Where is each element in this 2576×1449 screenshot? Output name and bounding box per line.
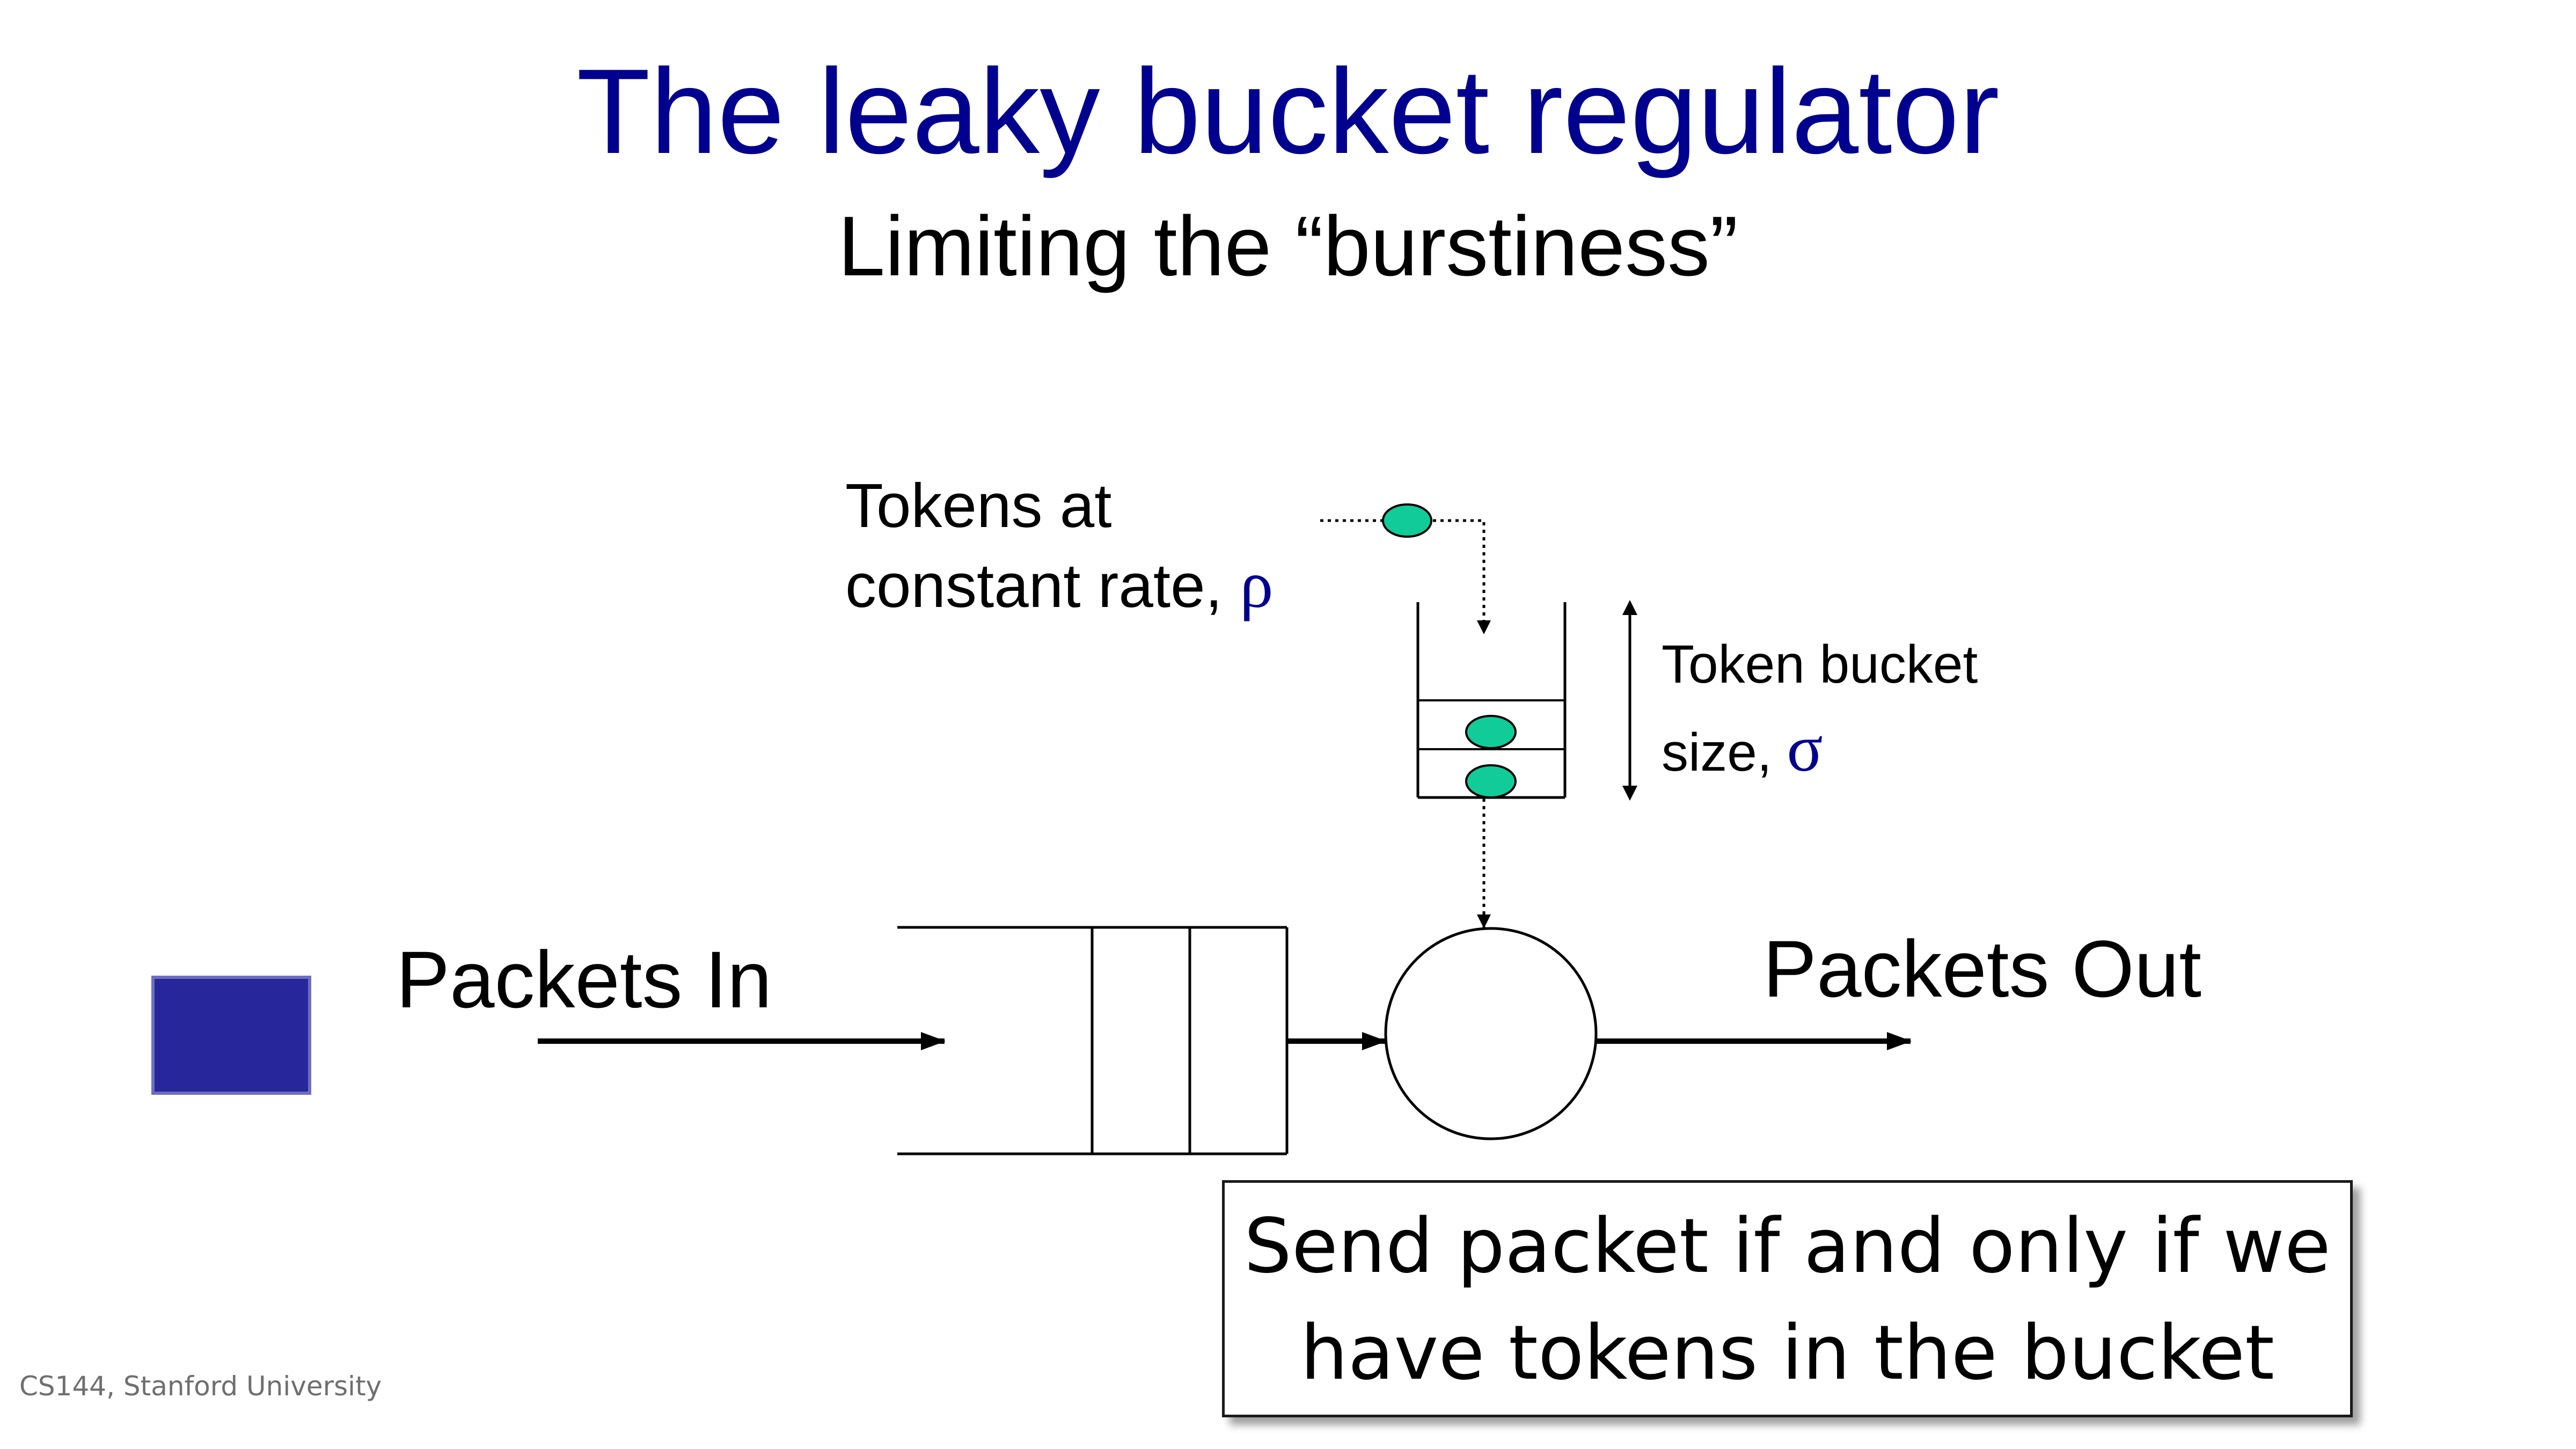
packets-out-label: Packets Out [1763,924,2202,1014]
footer-credit: CS144, Stanford University [19,1371,382,1402]
rho-symbol: ρ [1240,547,1274,622]
bucket-token-2 [1465,764,1517,799]
packet-queue [897,926,1289,1155]
incoming-token [1382,503,1432,538]
slide-subtitle: Limiting the “burstiness” [838,199,1738,294]
rule-callout: Send packet if and only if we have token… [1222,1180,2353,1417]
token-bucket [1416,602,1567,799]
rule-callout-line1: Send packet if and only if we [1244,1203,2331,1290]
tokens-rate-label-text: constant rate, [845,550,1240,620]
bucket-size-label-line1: Token bucket [1662,634,1978,694]
tokens-rate-label-line1: Tokens at [845,471,1112,540]
tokens-rate-label-line2: constant rate, ρ [845,544,1273,626]
token-feed-dotted-line [1320,519,1491,634]
bucket-token-1 [1465,715,1517,749]
rule-callout-line2: have tokens in the bucket [1300,1309,2274,1397]
bucket-size-label: Token bucket size, σ [1662,627,1978,796]
bucket-size-label-line2: size, σ [1662,702,1978,796]
slide-title: The leaky bucket regulator [576,43,2000,179]
bucket-size-label-text: size, [1662,722,1787,782]
packet-square [151,976,311,1095]
sigma-symbol: σ [1787,712,1823,786]
packets-in-label: Packets In [396,934,772,1024]
tokens-rate-label: Tokens at constant rate, ρ [845,468,1273,626]
regulator-server [1384,927,1598,1140]
